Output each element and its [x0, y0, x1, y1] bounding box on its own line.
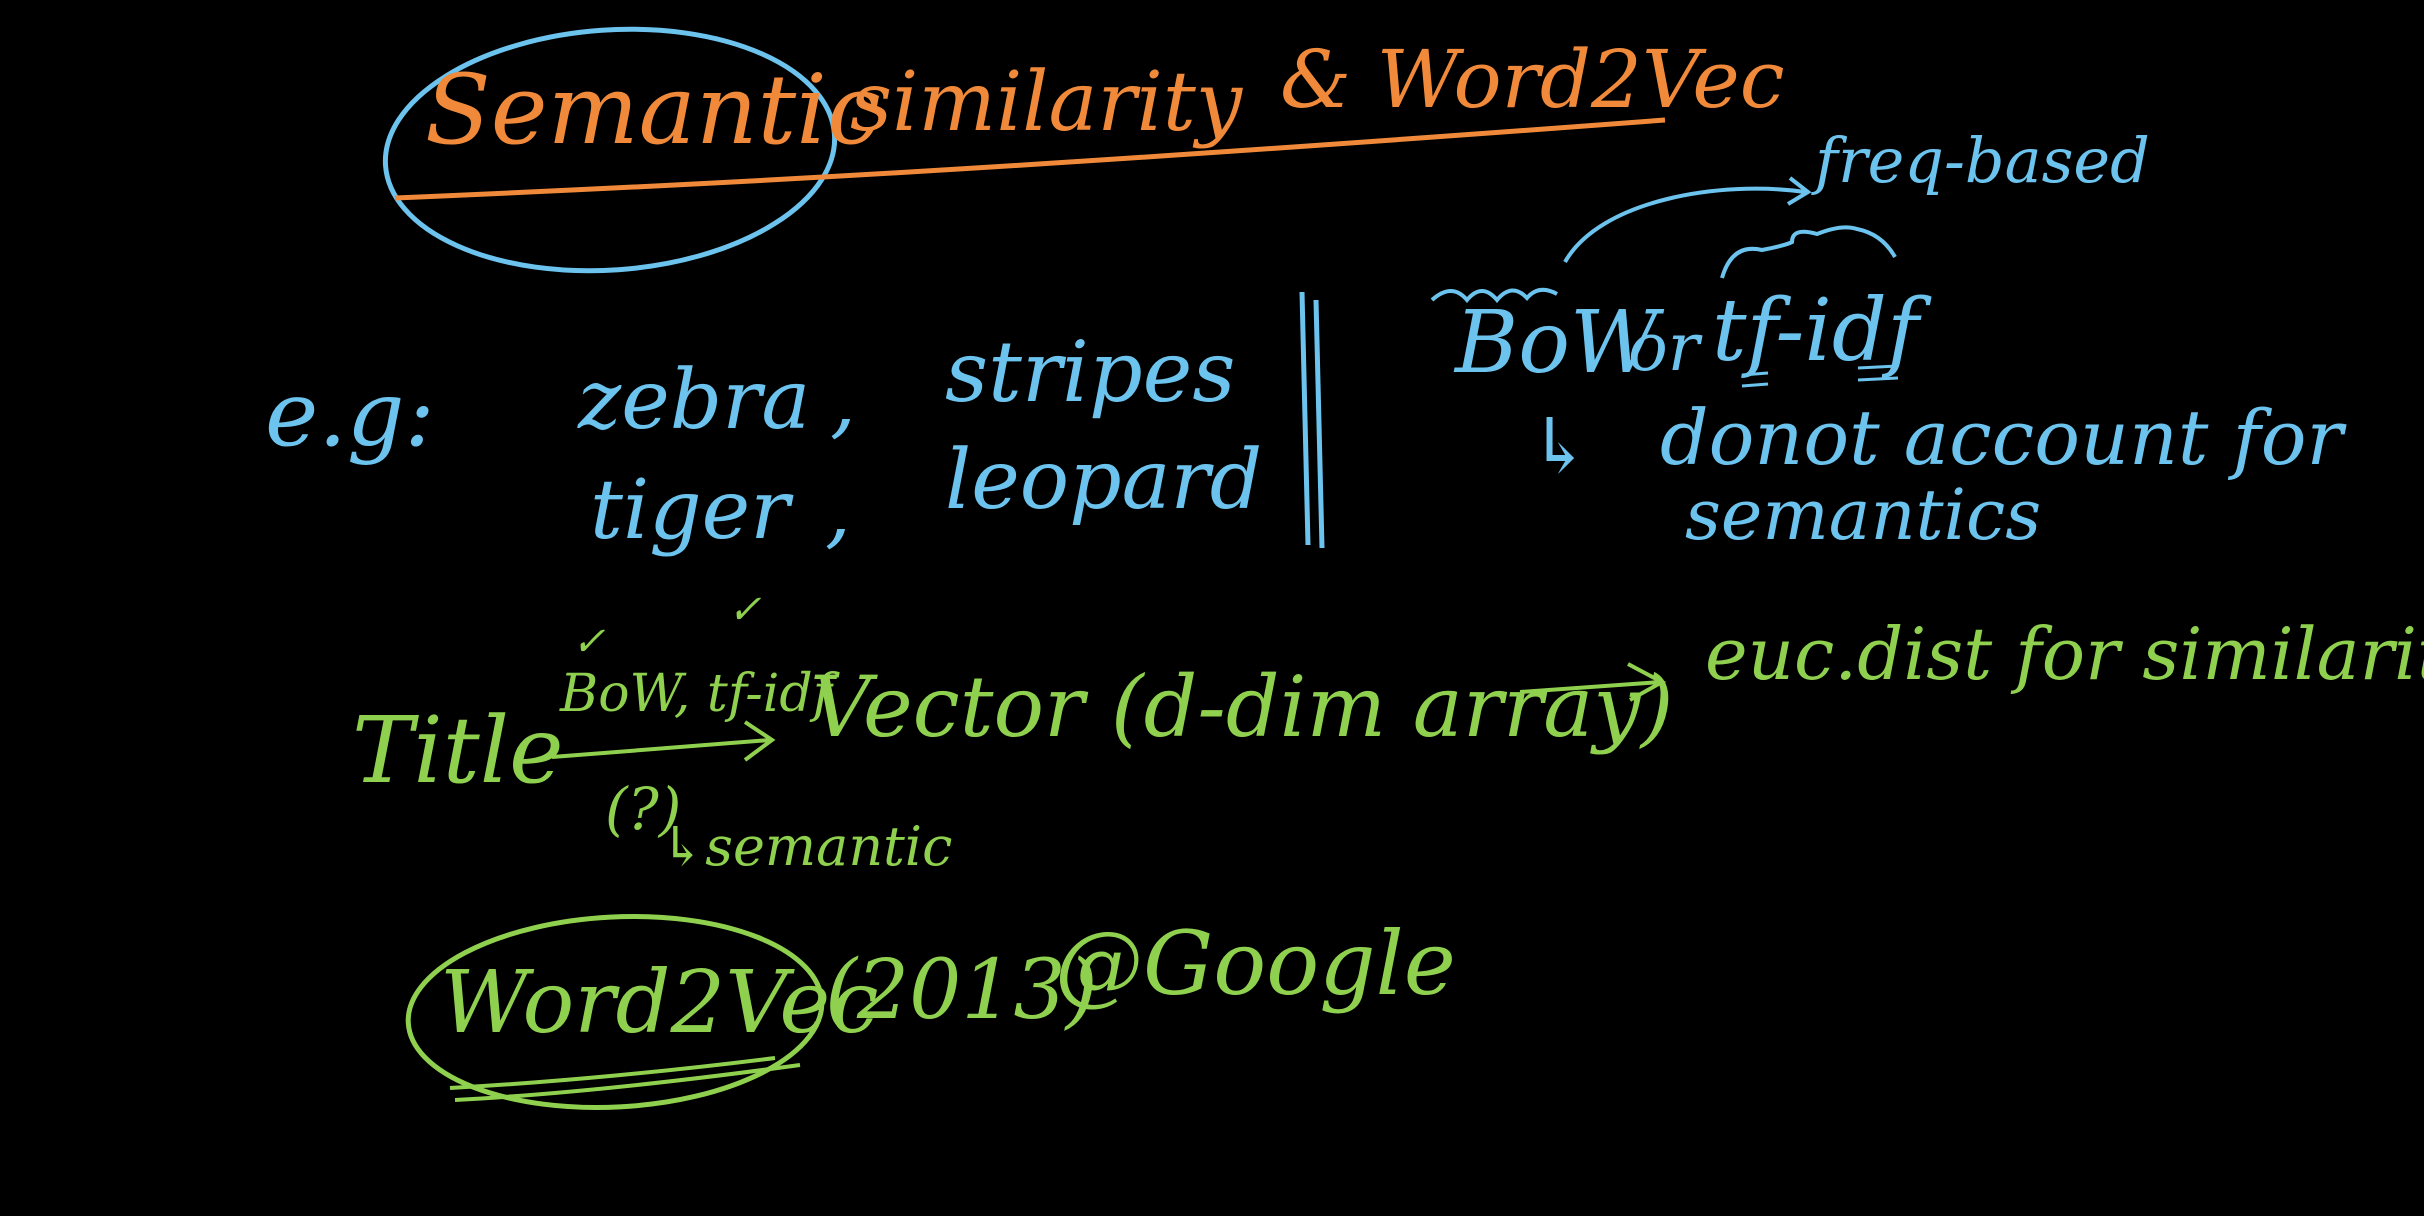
- tfidf-brace: [1720, 225, 1897, 279]
- title-semantic: Semantic: [425, 54, 881, 166]
- semantic-circle: [382, 26, 838, 274]
- donot-account-text: donot account for: [1660, 393, 2343, 482]
- word2vec-name: Word2Vec: [440, 953, 879, 1053]
- pipeline-semantic: ↳semantic: [660, 815, 953, 878]
- word-tiger: tiger: [590, 463, 790, 558]
- pipeline-title: Title: [352, 697, 564, 804]
- vector-to-euc-arrow: [1519, 662, 1667, 702]
- title-word2vec: & Word2Vec: [1280, 33, 1785, 126]
- word-leopard: leopard: [945, 433, 1263, 528]
- pipeline-euc-dist: euc.dist for similarity: [1705, 612, 2424, 696]
- title-underline: [394, 117, 1666, 201]
- eg-label: e.g:: [265, 362, 435, 467]
- checkmark-1: ✓: [572, 619, 606, 665]
- word-zebra: zebra: [578, 353, 811, 448]
- bow-brace: [1430, 287, 1558, 304]
- checkmark-2: ✓: [728, 587, 762, 633]
- word-stripes: stripes: [945, 323, 1236, 421]
- bow-label: BoW: [1455, 293, 1659, 393]
- pipeline-method: BoW, tf-idf: [560, 664, 832, 724]
- title-to-vector-arrow: [551, 720, 776, 762]
- word2vec-google: @Google: [1055, 912, 1456, 1015]
- pipeline-question: (?): [605, 775, 682, 843]
- word2vec-year: (2013): [825, 943, 1098, 1038]
- title-similarity: similarity: [850, 55, 1243, 150]
- hook-arrow: ↳: [1528, 401, 1592, 490]
- pipeline-vector: Vector (d-dim array): [810, 658, 1674, 756]
- freq-based-label: freq-based: [1815, 124, 2150, 197]
- comma-1: ,: [830, 353, 857, 448]
- semantics-text: semantics: [1685, 474, 2042, 556]
- vertical-divider: [1299, 291, 1325, 549]
- word2vec-circle: [405, 914, 825, 1110]
- freq-arrow: [1563, 186, 1806, 263]
- or-label: or: [1628, 309, 1700, 386]
- comma-2: ,: [825, 463, 852, 558]
- tfidf-label: tf-idf: [1712, 281, 1919, 381]
